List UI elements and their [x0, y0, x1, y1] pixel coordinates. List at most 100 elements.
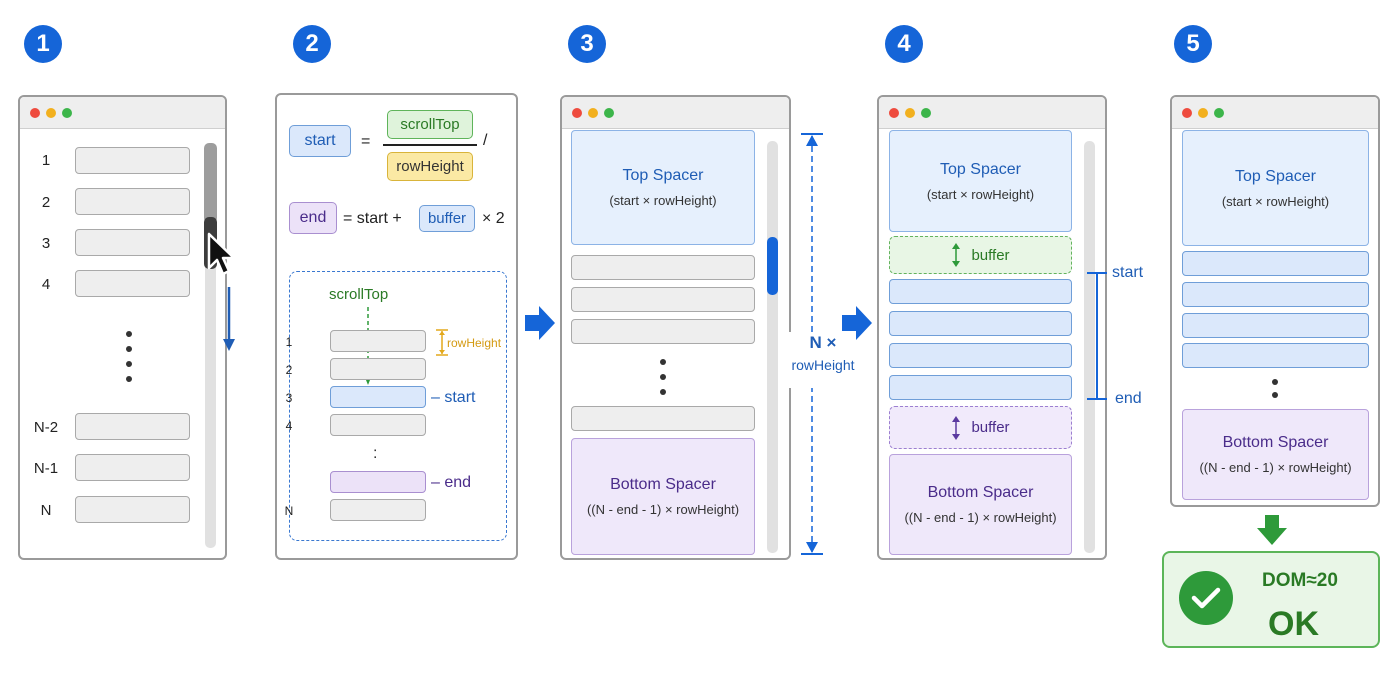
panel-3-window: Top Spacer (start × rowHeight) Bottom Sp…: [560, 95, 791, 560]
row-label: N: [40, 502, 52, 519]
row-label: 4: [285, 419, 293, 433]
step-badge-4: 4: [885, 25, 923, 63]
list-row: [330, 414, 426, 436]
visible-row: [889, 279, 1072, 304]
list-row: [330, 330, 426, 352]
panel-2-window: start = scrollTop rowHeight / end = star…: [275, 93, 518, 560]
rowheight-bracket-icon: [436, 329, 448, 356]
row-label: 2: [41, 194, 51, 211]
list-row: [330, 358, 426, 380]
row-label: 4: [41, 276, 51, 293]
row-label: N-1: [33, 460, 59, 477]
top-spacer-title: Top Spacer: [1235, 167, 1316, 185]
top-spacer-title: Top Spacer: [622, 167, 704, 184]
top-buffer-label: buffer: [971, 246, 1010, 264]
result-down-arrow-icon: [1257, 515, 1287, 545]
close-dot-icon: [889, 108, 899, 118]
list-row: [571, 406, 755, 431]
visible-row: [1182, 343, 1369, 368]
top-spacer-formula: (start × rowHeight): [609, 193, 717, 208]
list-row: [75, 188, 190, 215]
row-label: 2: [285, 363, 293, 377]
list-row: [75, 229, 190, 256]
mouse-cursor-icon: [207, 232, 236, 276]
colon-separator: :: [373, 445, 378, 462]
total-height-label-line1: N ×: [809, 333, 837, 352]
step-badge-2: 2: [293, 25, 331, 63]
list-row: [75, 147, 190, 174]
start-marker-label: – start: [431, 389, 476, 406]
formula-end-label: end: [289, 202, 337, 234]
window-titlebar: [20, 97, 225, 129]
minimize-dot-icon: [905, 108, 915, 118]
window-titlebar: [562, 97, 789, 129]
rowheight-marker-label: rowHeight: [447, 336, 502, 350]
close-dot-icon: [572, 108, 582, 118]
visible-row: [1182, 251, 1369, 276]
start-end-bracket-icon: [1087, 272, 1107, 400]
scrollbar-thumb[interactable]: [767, 237, 778, 295]
top-spacer-formula: (start × rowHeight): [926, 186, 1035, 202]
row-label: N: [284, 504, 294, 518]
visible-row: [1182, 282, 1369, 307]
ellipsis-vertical-icon: [659, 359, 667, 404]
formula-end-expression: = start +: [343, 210, 402, 227]
scroll-down-arrow-icon: [223, 287, 235, 351]
visible-row: [1182, 313, 1369, 338]
visible-row: [889, 311, 1072, 336]
minimize-dot-icon: [46, 108, 56, 118]
total-height-label-line2: rowHeight: [791, 357, 855, 373]
formula-start-label: start: [289, 125, 351, 157]
close-dot-icon: [1182, 108, 1192, 118]
list-row: [75, 270, 190, 297]
formula-buffer-box: buffer: [419, 205, 475, 232]
row-label: 3: [41, 235, 51, 252]
bottom-spacer-formula: ((N - end - 1) × rowHeight): [1199, 460, 1352, 475]
panel-4-window: Top Spacer (start × rowHeight) buffer bu…: [877, 95, 1107, 560]
scrollbar-thumb-upper[interactable]: [204, 143, 217, 223]
row-label: 1: [41, 152, 51, 169]
minimize-dot-icon: [1198, 108, 1208, 118]
vertical-double-arrow-icon: [952, 415, 961, 440]
minimize-dot-icon: [588, 108, 598, 118]
formula-equals: =: [361, 133, 371, 150]
scrollbar-track[interactable]: [767, 141, 778, 553]
maximize-dot-icon: [921, 108, 931, 118]
ellipsis-vertical-icon: [1271, 379, 1279, 405]
step-badge-3: 3: [568, 25, 606, 63]
end-row: [330, 471, 426, 493]
end-marker-label: end: [1115, 390, 1142, 407]
bottom-buffer: buffer: [889, 406, 1072, 449]
bottom-spacer: Bottom Spacer ((N - end - 1) × rowHeight…: [571, 438, 755, 555]
row-label: 3: [285, 391, 293, 405]
bottom-spacer-formula: ((N - end - 1) × rowHeight): [904, 510, 1057, 525]
bottom-spacer-title: Bottom Spacer: [610, 476, 716, 493]
top-spacer: Top Spacer (start × rowHeight): [571, 130, 755, 245]
scroll-illustration-frame: [289, 271, 507, 541]
step-badge-5: 5: [1174, 25, 1212, 63]
formula-scrolltop-box: scrollTop: [387, 110, 473, 139]
scrollbar-track[interactable]: [1084, 141, 1095, 553]
visible-row: [889, 343, 1072, 368]
scrolltop-marker-label: scrollTop: [329, 286, 389, 303]
total-height-label: N × rowHeight: [780, 332, 866, 388]
close-dot-icon: [30, 108, 40, 118]
window-titlebar: [879, 97, 1105, 129]
checkmark-icon: [1179, 571, 1233, 625]
start-marker-label: start: [1112, 264, 1144, 281]
top-spacer: Top Spacer (start × rowHeight): [1182, 130, 1369, 246]
step-badge-1: 1: [24, 25, 62, 63]
bottom-spacer-formula: ((N - end - 1) × rowHeight): [586, 502, 740, 517]
total-height-dimension-icon: [801, 133, 823, 555]
bottom-buffer-label: buffer: [971, 419, 1010, 436]
formula-slash: /: [483, 132, 488, 149]
top-buffer: buffer: [889, 236, 1072, 274]
scrollbar-track[interactable]: [205, 143, 216, 548]
list-row: [75, 454, 190, 481]
vertical-double-arrow-icon: [952, 243, 961, 267]
start-row: [330, 386, 426, 408]
list-row: [75, 413, 190, 440]
list-row: [571, 319, 755, 344]
flow-arrow-icon: [842, 306, 872, 340]
flow-arrow-icon: [525, 306, 555, 340]
